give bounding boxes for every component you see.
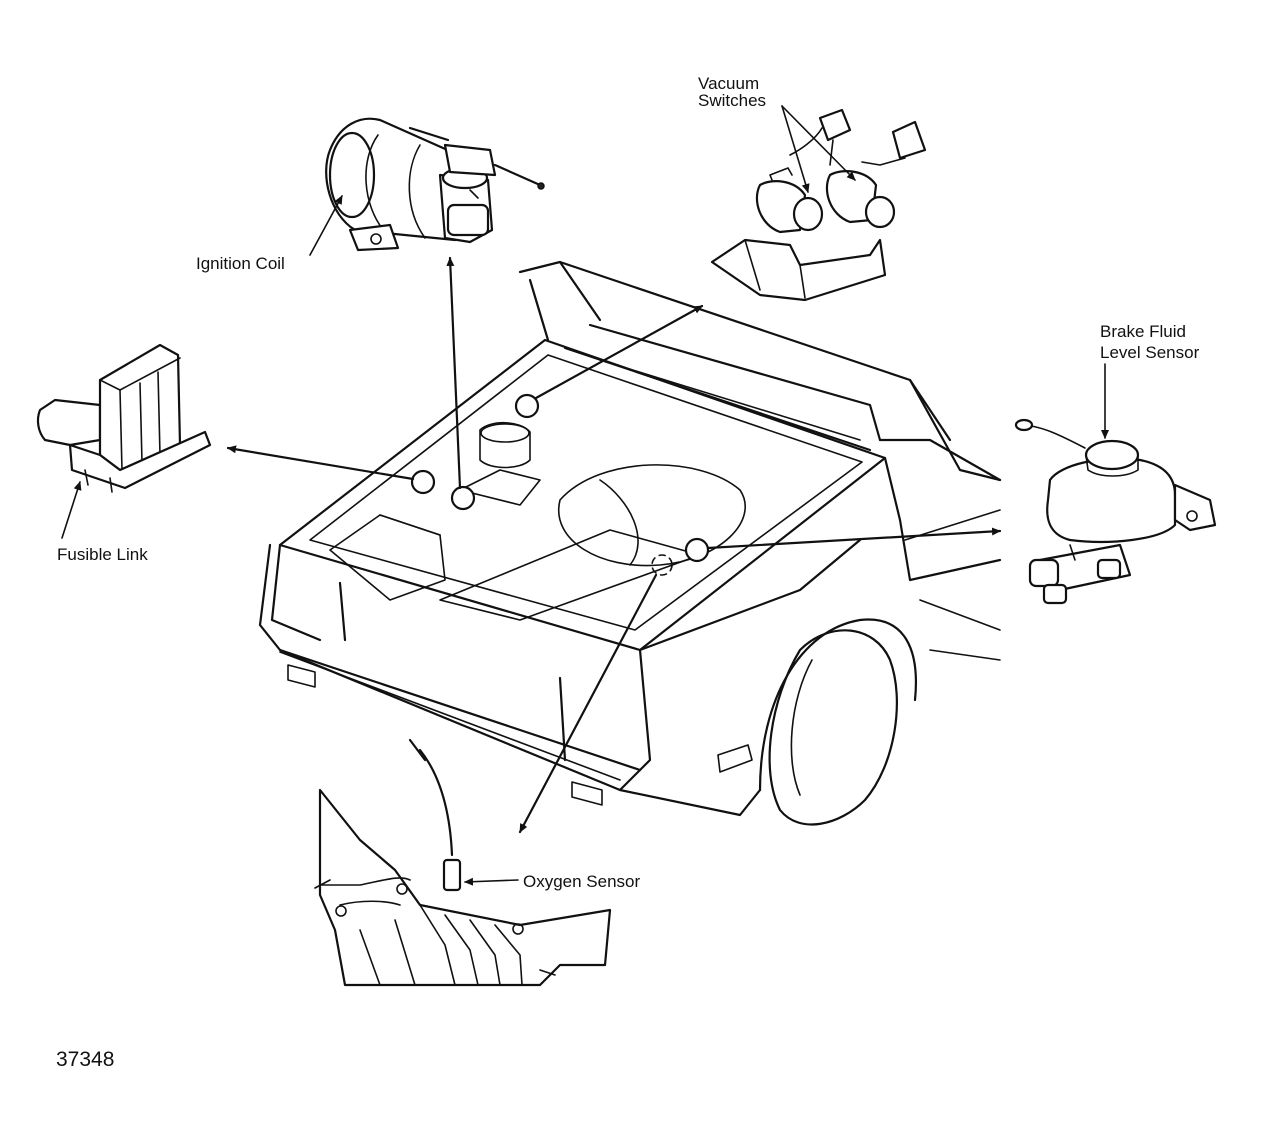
label-brake-fluid-line1: Brake Fluid — [1100, 322, 1186, 341]
label-ignition-coil: Ignition Coil — [196, 254, 285, 273]
ignition-coil-drawing — [325, 117, 545, 252]
label-oxygen-sensor: Oxygen Sensor — [523, 872, 641, 891]
leader-fusible-link-label — [61, 481, 82, 539]
callout-ignition-coil — [450, 485, 476, 511]
arrow-to-brake-fluid — [706, 527, 1002, 550]
label-vacuum-switches-line2: Switches — [698, 91, 767, 110]
label-fusible-link: Fusible Link — [57, 545, 148, 564]
leader-arrows — [61, 105, 1109, 886]
callout-vacuum-switches — [514, 393, 540, 419]
fusible-link-drawing — [36, 343, 212, 493]
figure-number: 37348 — [56, 1048, 115, 1071]
label-vacuum-switches-line1: Vacuum — [698, 74, 760, 93]
callout-fusible-link — [410, 469, 436, 495]
car-body — [258, 260, 1002, 826]
callout-brake-fluid — [684, 537, 710, 563]
oxygen-sensor-drawing — [314, 738, 612, 987]
arrow-to-ignition-coil — [446, 256, 462, 490]
arrow-to-fusible-link — [226, 445, 415, 481]
brake-fluid-reservoir-drawing — [1014, 418, 1217, 605]
leader-oxygen-sensor-label — [464, 877, 519, 886]
leader-ignition-coil-label — [309, 195, 343, 256]
leader-vacuum-switch-right — [781, 105, 856, 181]
arrow-to-vacuum-switches — [534, 304, 704, 400]
label-brake-fluid-line2: Level Sensor — [1100, 343, 1200, 362]
arrow-to-oxygen-sensor — [518, 573, 658, 834]
callout-oxygen-sensor — [651, 554, 673, 576]
leader-vacuum-switch-left — [781, 105, 810, 193]
callout-circles — [410, 393, 710, 576]
vacuum-switches-drawing — [710, 108, 927, 302]
